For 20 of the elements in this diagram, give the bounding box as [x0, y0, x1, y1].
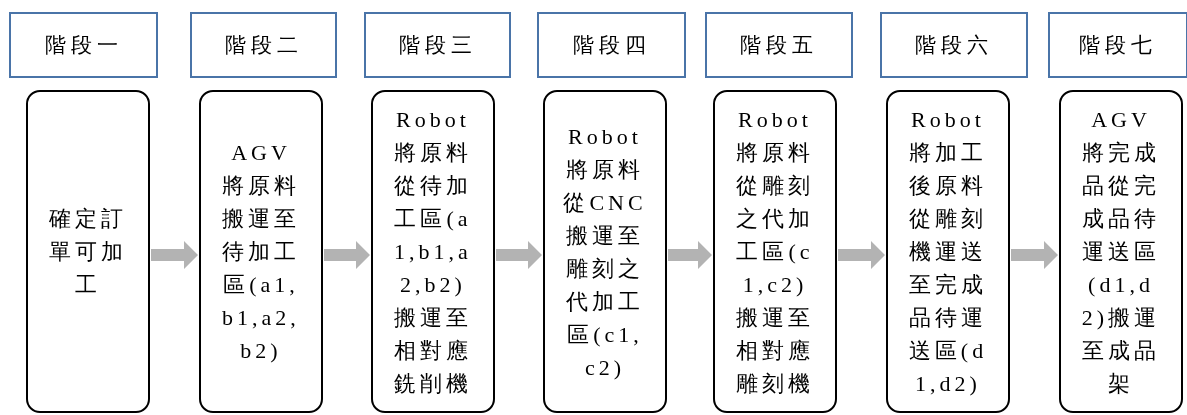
- stage-label: 階段一: [9, 12, 158, 78]
- block-arrow: [151, 241, 198, 269]
- block-arrow: [324, 241, 370, 269]
- stage-label: 階段二: [190, 12, 337, 78]
- block-arrow: [838, 241, 885, 269]
- process-box: Robot將原料從待加工區(a1,b1,a2,b2)搬運至相對應銑削機: [371, 90, 495, 413]
- process-box: Robot將原料從雕刻之代加工區(c1,c2)搬運至相對應雕刻機: [713, 90, 837, 413]
- process-box: Robot將加工後原料從雕刻機運送至完成品待運送區(d1,d2): [886, 90, 1010, 413]
- process-box: AGV將原料搬運至待加工區(a1,b1,a2,b2): [199, 90, 323, 413]
- process-box: 確定訂單可加工: [26, 90, 150, 413]
- stage-label: 階段四: [537, 12, 686, 78]
- stage-label: 階段五: [705, 12, 853, 78]
- stage-label: 階段三: [364, 12, 511, 78]
- block-arrow: [668, 241, 712, 269]
- process-box: Robot將原料從CNC搬運至雕刻之代加工區(c1,c2): [543, 90, 667, 413]
- stage-label: 階段七: [1048, 12, 1187, 78]
- stage-label: 階段六: [880, 12, 1028, 78]
- block-arrow: [496, 241, 542, 269]
- process-box: AGV將完成品從完成品待運送區(d1,d2)搬運至成品架: [1059, 90, 1183, 413]
- block-arrow: [1011, 241, 1058, 269]
